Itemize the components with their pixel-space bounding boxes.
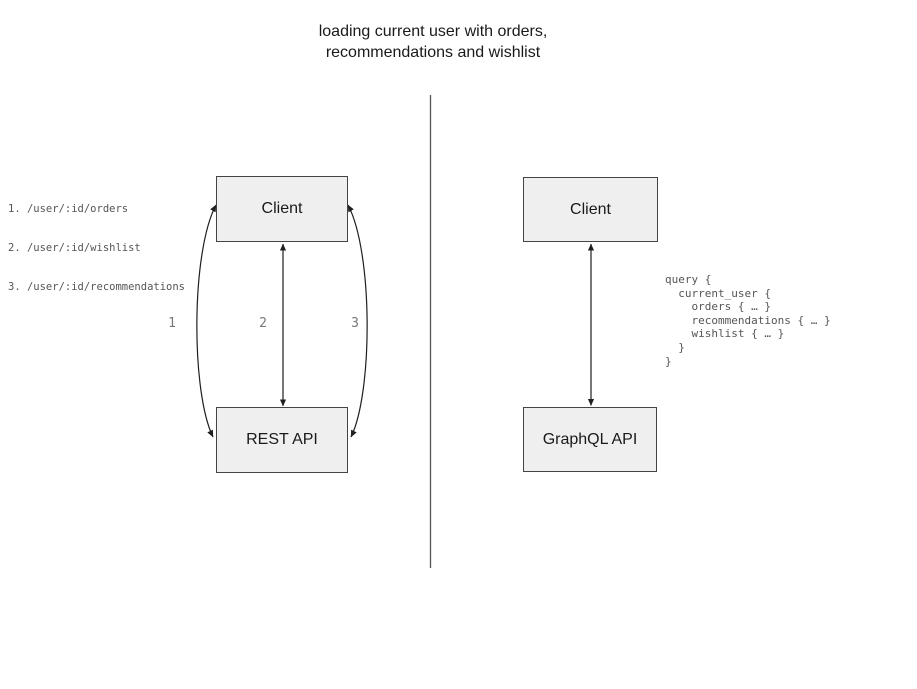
rest-arrow-3-label: 3 [351, 316, 359, 331]
rest-endpoint-orders: 1. /user/:id/orders [8, 203, 129, 215]
diagram-title: loading current user with orders, recomm… [318, 23, 548, 61]
rest-arrow-1-label: 1 [168, 316, 176, 331]
rest-client-box: Client [216, 176, 348, 242]
rest-endpoints-list: 1. /user/:id/orders 2. /user/:id/wishlis… [8, 177, 185, 320]
graphql-client-box: Client [523, 177, 658, 242]
rest-endpoint-wishlist: 2. /user/:id/wishlist [8, 242, 141, 254]
rest-client-box-label: Client [261, 200, 303, 217]
rest-api-box-label: REST API [246, 431, 318, 448]
graphql-api-box: GraphQL API [523, 407, 657, 472]
rest-arrow-1-curve [196, 204, 217, 438]
rest-arrow-2-label: 2 [259, 316, 267, 331]
graphql-client-box-label: Client [570, 200, 611, 218]
graphql-query-code: query { current_user { orders { … } reco… [665, 273, 831, 368]
graphql-api-box-label: GraphQL API [542, 430, 638, 448]
rest-endpoint-recommendations: 3. /user/:id/recommendations [8, 281, 186, 293]
rest-api-box: REST API [216, 407, 348, 473]
